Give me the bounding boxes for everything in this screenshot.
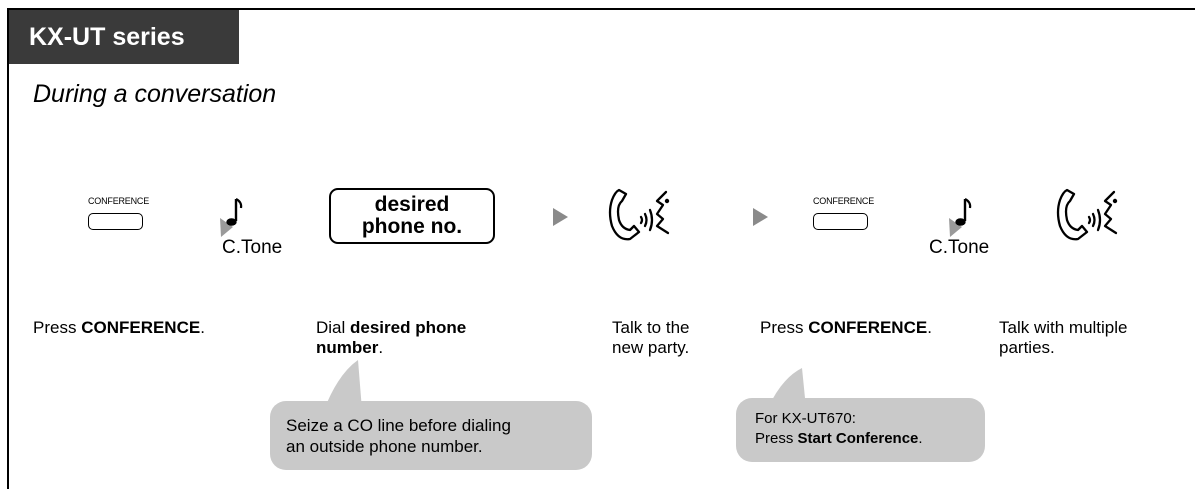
dial-line-2: phone no. — [361, 215, 463, 238]
step-1-bold: CONFERENCE — [81, 318, 201, 337]
series-tab: KX-UT series — [9, 10, 239, 64]
step-1-suffix: . — [200, 318, 205, 337]
note-bubble — [736, 398, 985, 462]
step-3-line-2: new party. — [612, 338, 690, 357]
conference-button-label: CONFERENCE — [88, 196, 150, 206]
step-5-line-2: parties. — [999, 338, 1055, 357]
section-frame — [7, 8, 1195, 489]
conference-key — [813, 213, 868, 230]
note-2-suffix: . — [918, 430, 923, 447]
step-2-suffix: . — [378, 338, 384, 357]
note-bubble — [270, 401, 592, 470]
note-2-prefix: Press — [755, 430, 798, 447]
step-3-text: Talk to the new party. — [612, 318, 690, 358]
section-subtitle: During a conversation — [33, 80, 277, 108]
conference-key — [88, 213, 143, 230]
step-5-line-1: Talk with multiple — [999, 318, 1128, 337]
next-arrow-icon — [553, 208, 568, 226]
note-2-bold: Start Conference — [797, 430, 919, 447]
step-2-bold-b: number — [316, 338, 379, 357]
confirmation-tone-icon — [220, 198, 243, 237]
dial-line-1: desired — [374, 193, 450, 216]
note-1-line-1: Seize a CO line before dialing — [286, 416, 511, 435]
conference-button-label: CONFERENCE — [813, 196, 875, 206]
talk-icon — [1056, 188, 1118, 241]
step-5-text: Talk with multiple parties. — [999, 318, 1128, 358]
confirmation-tone-label: C.Tone — [222, 237, 283, 258]
step-2-text: Dial desired phone number. — [316, 318, 466, 358]
confirmation-tone-icon — [949, 198, 972, 237]
step-1-text: Press CONFERENCE. — [33, 318, 205, 338]
step-2-bold-a: desired phone — [350, 318, 467, 337]
talk-icon — [608, 188, 670, 241]
note-2-text: For KX-UT670: Press Start Conference. — [755, 409, 923, 449]
step-2-prefix: Dial — [316, 318, 351, 337]
note-2-line-1: For KX-UT670: — [755, 410, 856, 427]
step-4-text: Press CONFERENCE. — [760, 318, 932, 338]
step-4-prefix: Press — [760, 318, 809, 337]
desired-phone-number-key: desired phone no. — [329, 188, 495, 244]
note-bubble-pointer — [324, 360, 362, 410]
note-1-line-2: an outside phone number. — [286, 437, 483, 456]
step-3-line-1: Talk to the — [612, 318, 690, 337]
next-arrow-icon — [753, 208, 768, 226]
note-1-text: Seize a CO line before dialing an outsid… — [286, 415, 511, 457]
confirmation-tone-label: C.Tone — [929, 237, 990, 258]
step-1-prefix: Press — [33, 318, 82, 337]
step-4-bold: CONFERENCE — [808, 318, 928, 337]
step-4-suffix: . — [927, 318, 932, 337]
